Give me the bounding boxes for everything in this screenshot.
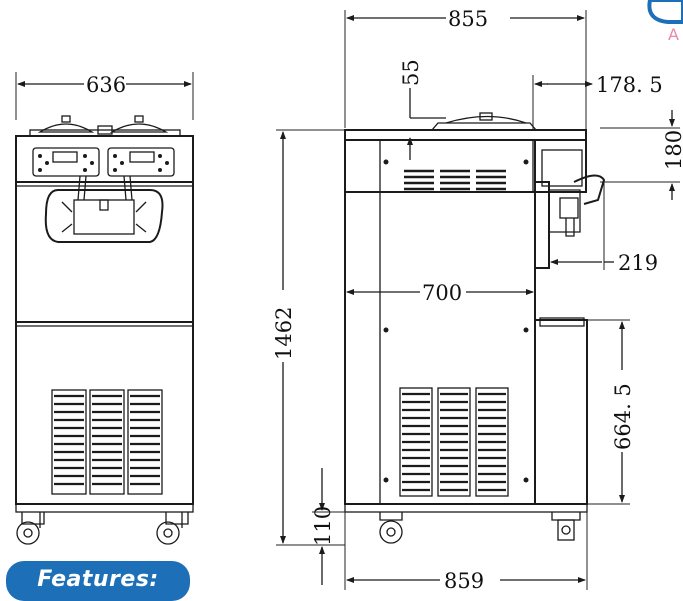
dim-overall-height: 1462	[272, 307, 296, 360]
dim-bottom-width: 859	[444, 569, 484, 593]
dim-base-height: 110	[311, 506, 335, 546]
brand-logo: A	[647, 0, 683, 44]
dim-drip-tray-height: 664. 5	[611, 383, 635, 450]
svg-text:A: A	[668, 25, 679, 44]
dim-top-offset: 55	[399, 59, 423, 86]
front-view	[15, 72, 194, 545]
side-view	[276, 10, 680, 590]
dim-top-width: 855	[448, 7, 488, 31]
dim-right-vertical: 180	[662, 130, 683, 170]
dim-right-offset: 178. 5	[596, 73, 663, 97]
dim-spout-depth: 219	[618, 251, 658, 275]
dim-inner-width: 700	[422, 281, 462, 305]
dim-front-width: 636	[86, 73, 126, 97]
features-badge: Features:	[6, 561, 190, 601]
